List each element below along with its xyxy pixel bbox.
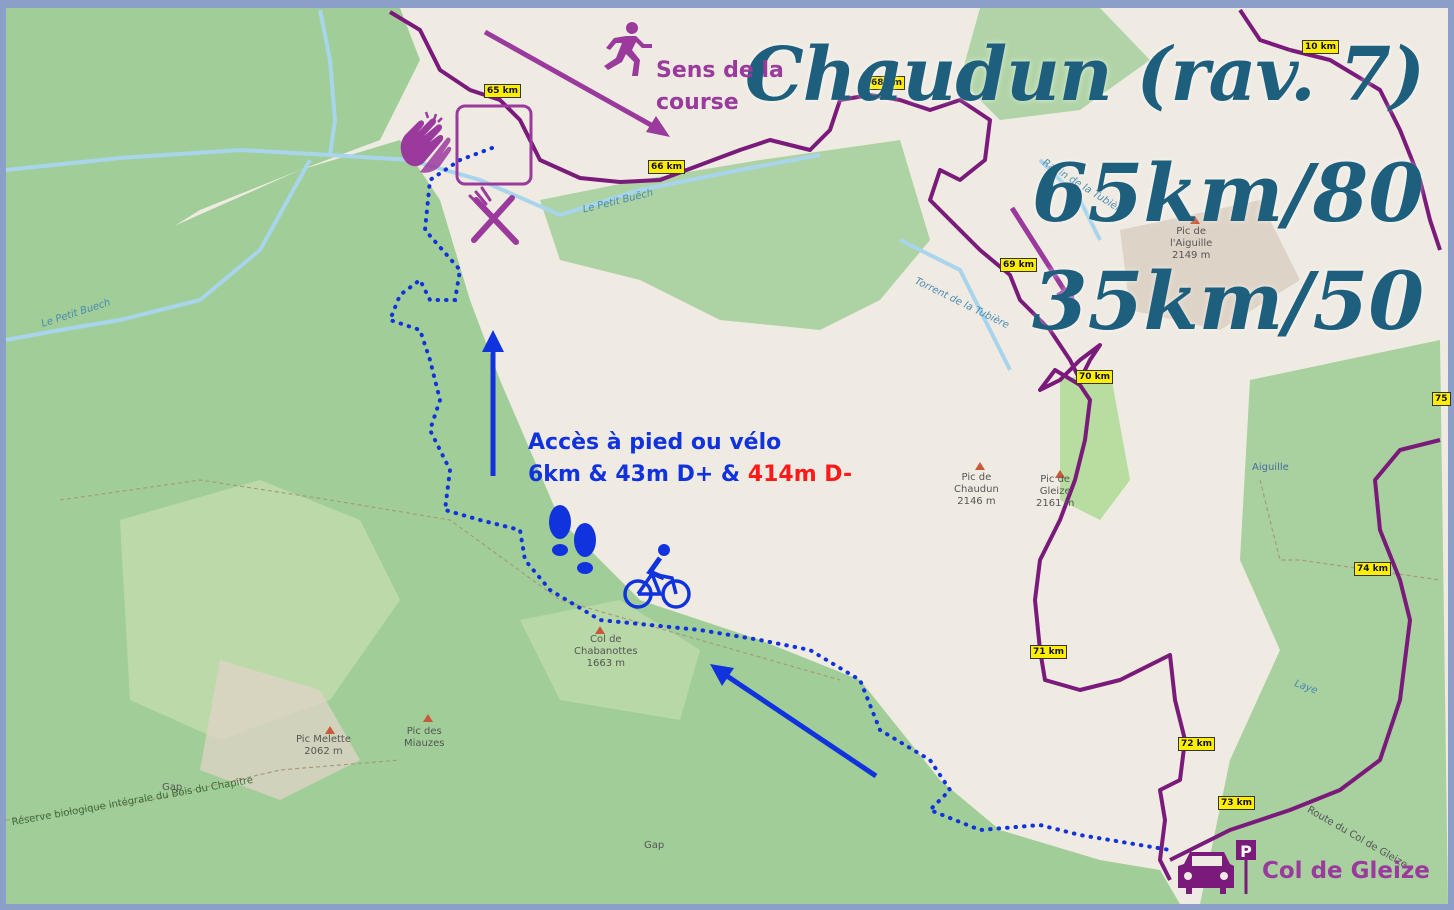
parking-icon: P	[1236, 840, 1256, 894]
peak-label-pic-de-gleize: Pic de Gleize 2161 m	[1036, 474, 1075, 509]
car-icon	[1178, 852, 1234, 894]
access-descent: 414m D-	[747, 462, 853, 487]
race-direction-label-line2: course	[656, 90, 739, 115]
access-label-line1: Accès à pied ou vélo	[528, 430, 782, 455]
title-distance-short: 35km/50	[1032, 254, 1424, 348]
km-marker-10: 10 km	[1302, 40, 1340, 54]
access-path	[387, 146, 1172, 852]
title-distance-long: 65km/80	[1032, 146, 1424, 240]
rock-areas	[200, 200, 1300, 800]
place-label-gap-2: Gap	[644, 840, 665, 851]
race-direction-label-line1: Sens de la	[656, 58, 784, 83]
km-marker-73: 73 km	[1218, 796, 1256, 810]
aid-station-icon	[455, 104, 533, 186]
km-marker-69: 69 km	[1000, 258, 1038, 272]
parking-label: Col de Gleize	[1262, 858, 1430, 884]
km-marker-74: 74 km	[1354, 562, 1392, 576]
peak-label-pic-de-laiguille: Pic de l'Aiguille 2149 m	[1170, 226, 1213, 261]
title-location: Chaudun (rav. 7)	[744, 32, 1425, 118]
meadows	[120, 480, 700, 740]
km-marker-75: 75	[1432, 392, 1451, 406]
bicycle-icon	[623, 544, 691, 609]
direction-arrows	[482, 29, 1076, 779]
peak-markers	[325, 216, 1200, 734]
km-marker-65: 65 km	[484, 84, 522, 98]
km-marker-72: 72 km	[1178, 737, 1216, 751]
svg-text:P: P	[1240, 842, 1252, 861]
access-label-line2: 6km & 43m D+ & 414m D-	[528, 462, 852, 487]
peak-label-pic-des-miauzes: Pic des Miauzes	[404, 726, 445, 749]
km-marker-71: 71 km	[1030, 645, 1068, 659]
km-marker-68: 68 km	[868, 76, 906, 90]
km-marker-70: 70 km	[1076, 370, 1114, 384]
access-stats: 6km & 43m D+ &	[528, 462, 748, 487]
km-marker-66: 66 km	[648, 160, 686, 174]
fork-knife-icon	[468, 186, 519, 245]
peak-label-col-chabanottes: Col de Chabanottes 1663 m	[574, 634, 638, 669]
peak-label-pic-de-chaudun: Pic de Chaudun 2146 m	[954, 472, 999, 507]
race-route	[388, 8, 1442, 881]
place-label-gap-1: Gap	[162, 782, 183, 793]
place-label-aiguille: Aiguille	[1252, 462, 1289, 473]
runner-icon	[604, 22, 652, 76]
applause-icon	[400, 111, 452, 173]
peak-label-pic-melette: Pic Melette 2062 m	[296, 734, 351, 757]
tracks	[5, 479, 1441, 821]
footprints-icon	[549, 505, 596, 574]
